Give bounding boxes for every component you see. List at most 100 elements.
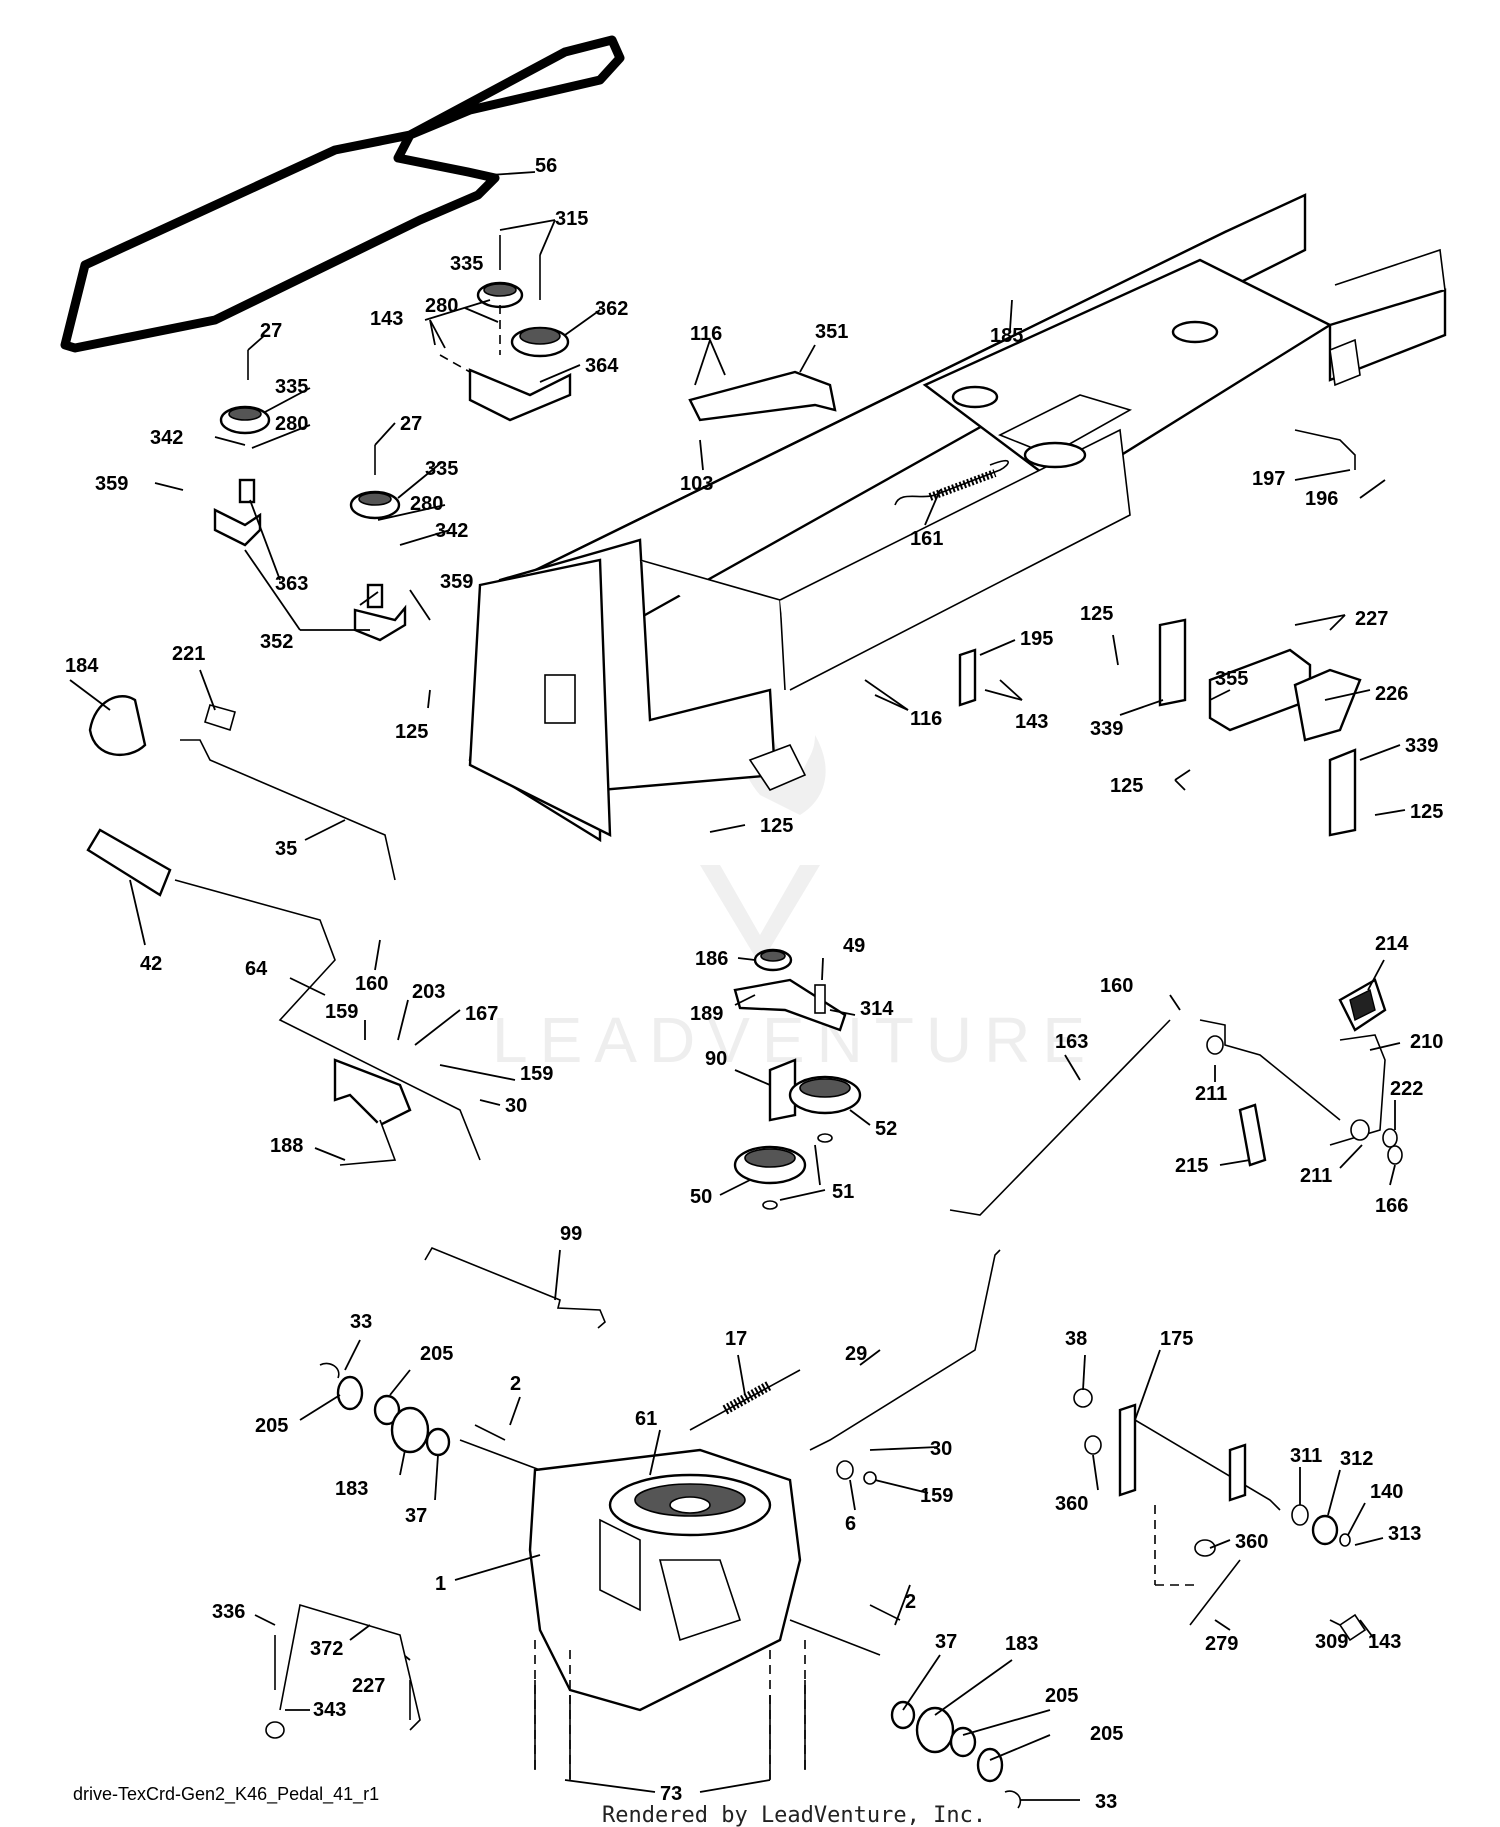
callout-311: 311 [1290,1445,1322,1467]
callout-17: 17 [725,1328,747,1350]
transaxle [459,1439,881,1780]
callout-1: 1 [435,1573,446,1595]
callout-27: 27 [260,320,282,342]
callout-205: 205 [420,1343,453,1365]
callout-143: 143 [1368,1631,1401,1653]
callout-280: 280 [410,493,443,515]
rods-and-spring [424,1246,1001,1451]
diagram-caption: drive-TexCrd-Gen2_K46_Pedal_41_r1 [73,1784,379,1805]
callout-116: 116 [910,708,942,730]
callout-214: 214 [1375,933,1409,955]
callout-195: 195 [1020,628,1053,650]
callout-205: 205 [255,1415,288,1437]
callout-27: 27 [400,413,422,435]
callout-360: 360 [1235,1531,1268,1553]
callout-143: 143 [1015,711,1048,733]
axle-parts-left [319,1362,506,1457]
callout-205: 205 [1090,1723,1123,1745]
callout-183: 183 [1005,1633,1038,1655]
callout-342: 342 [150,427,183,449]
callout-161: 161 [910,528,943,550]
callout-280: 280 [275,413,308,435]
brackets [688,370,1362,837]
callout-222: 222 [1390,1078,1423,1100]
callout-175: 175 [1160,1328,1193,1350]
bracket-372 [265,1603,421,1739]
callout-211: 211 [1300,1165,1332,1187]
brake-pedal-assembly [949,978,1403,1216]
callout-166: 166 [1375,1195,1408,1217]
callout-30: 30 [930,1438,952,1460]
callout-360: 360 [1055,1493,1088,1515]
callout-335: 335 [275,376,308,398]
callout-125: 125 [1110,775,1143,797]
callout-90: 90 [705,1048,727,1070]
pedal-shaft [86,828,481,1166]
callout-167: 167 [465,1003,498,1025]
callout-215: 215 [1175,1155,1208,1177]
callout-159: 159 [920,1485,953,1507]
callout-30: 30 [505,1095,527,1117]
callout-335: 335 [450,253,483,275]
callout-352: 352 [260,631,293,653]
callout-336: 336 [212,1601,245,1623]
callout-159: 159 [520,1063,553,1085]
shift-lever [88,695,396,881]
callout-205: 205 [1045,1685,1078,1707]
callout-2: 2 [905,1591,916,1613]
spring-161 [894,460,1009,506]
callout-351: 351 [815,321,848,343]
callout-125: 125 [395,721,428,743]
callout-38: 38 [1065,1328,1087,1350]
callout-160: 160 [1100,975,1133,997]
callout-73: 73 [660,1783,682,1805]
callout-160: 160 [355,973,388,995]
callout-313: 313 [1388,1523,1421,1545]
callout-197: 197 [1252,468,1285,490]
callout-226: 226 [1375,683,1408,705]
callout-363: 363 [275,573,308,595]
callout-33: 33 [350,1311,372,1333]
callout-335: 335 [425,458,458,480]
callout-125: 125 [1410,801,1443,823]
callout-312: 312 [1340,1448,1373,1470]
callout-163: 163 [1055,1031,1088,1053]
callout-339: 339 [1090,718,1123,740]
callout-227: 227 [352,1675,385,1697]
callout-61: 61 [635,1408,657,1430]
callout-52: 52 [875,1118,897,1140]
callout-362: 362 [595,298,628,320]
callout-140: 140 [1370,1481,1403,1503]
callout-29: 29 [845,1343,867,1365]
callout-56: 56 [535,155,557,177]
callout-211: 211 [1195,1083,1227,1105]
callout-280: 280 [425,295,458,317]
callout-342: 342 [435,520,468,542]
idler-pulleys-upper [213,235,572,642]
drive-belt [60,35,625,353]
axle-parts-right [836,1460,1022,1809]
callout-196: 196 [1305,488,1338,510]
center-idler-assembly [733,948,862,1210]
callout-125: 125 [1080,603,1113,625]
callout-159: 159 [325,1001,358,1023]
callout-221: 221 [172,643,205,665]
callout-339: 339 [1405,735,1438,757]
callout-203: 203 [412,981,445,1003]
callout-343: 343 [313,1699,346,1721]
callout-185: 185 [990,325,1023,347]
frame-assembly [468,193,1447,843]
callout-314: 314 [860,998,894,1020]
callout-227: 227 [1355,608,1388,630]
callout-355: 355 [1215,668,1248,690]
callout-315: 315 [555,208,588,230]
callout-183: 183 [335,1478,368,1500]
callout-49: 49 [843,935,865,957]
callout-103: 103 [680,473,713,495]
callout-186: 186 [695,948,728,970]
callout-37: 37 [935,1631,957,1653]
callout-359: 359 [440,571,473,593]
callout-50: 50 [690,1186,712,1208]
cross-shaft-assembly [1073,1388,1367,1642]
callout-189: 189 [690,1003,723,1025]
